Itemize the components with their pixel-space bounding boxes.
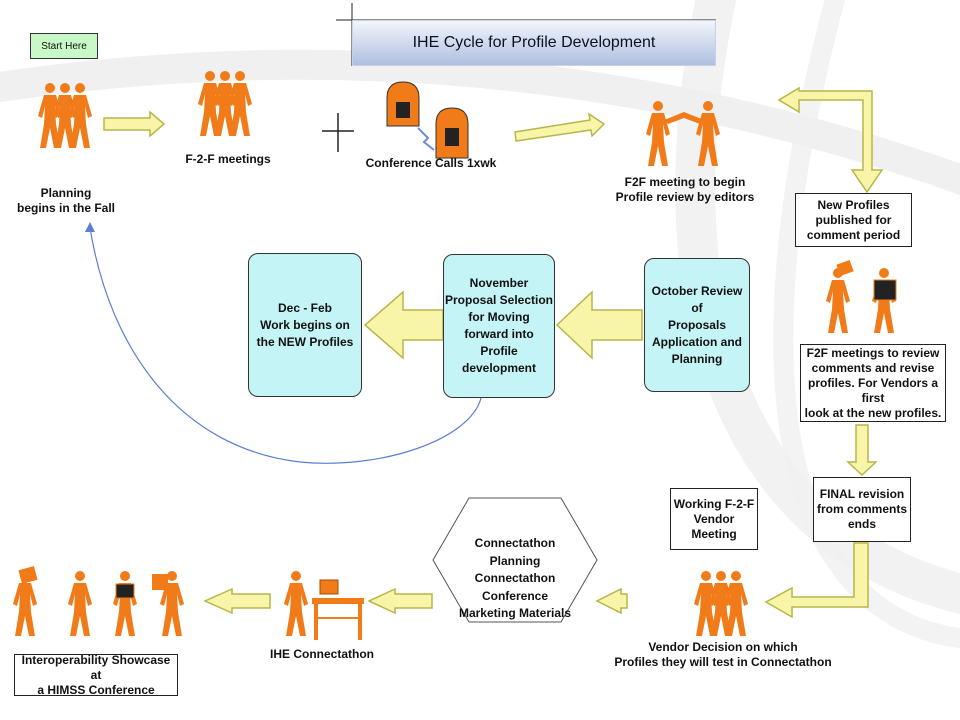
cross-icon bbox=[322, 113, 354, 152]
connectathon-hexagon bbox=[432, 497, 598, 623]
november-selection-box: November Proposal Selection for Moving f… bbox=[443, 254, 555, 398]
arrow-down-turn bbox=[777, 86, 884, 194]
showcase-people-icon bbox=[13, 566, 184, 636]
connectathon-planning-label: Connectathon Planning Connectathon Confe… bbox=[458, 536, 572, 620]
background-swoosh bbox=[773, 0, 960, 648]
f2f-meetings-label: F-2-F meetings bbox=[185, 152, 271, 166]
arrow-down bbox=[846, 424, 878, 477]
october-review-box: October Review of Proposals Application … bbox=[644, 258, 750, 392]
ihe-connectathon-label: IHE Connectathon bbox=[270, 647, 374, 661]
vendor-decision-label: Vendor Decision on which Profiles they w… bbox=[614, 640, 832, 669]
f2f-editors-label: F2F meeting to begin Profile review by e… bbox=[615, 175, 755, 204]
arrow-right bbox=[103, 110, 166, 138]
planning-label: Planning begins in the Fall bbox=[16, 186, 115, 215]
new-profiles-box: New Profiles published for comment perio… bbox=[795, 193, 912, 247]
working-vendor-box: Working F-2-F Vendor Meeting bbox=[670, 488, 758, 550]
final-revision-box: FINAL revision from comments ends bbox=[813, 477, 911, 542]
conference-calls-label: Conference Calls 1xwk bbox=[365, 156, 497, 170]
carrying-people-icon bbox=[826, 259, 897, 333]
dec-feb-box: Dec - Feb Work begins on the NEW Profile… bbox=[248, 253, 362, 397]
loop-arrowhead bbox=[85, 222, 95, 232]
workbench-icon bbox=[284, 571, 364, 640]
big-arrow-left bbox=[555, 290, 643, 360]
loop-arrow bbox=[89, 227, 482, 464]
showcase-box: Interoperability Showcase at a HIMSS Con… bbox=[14, 653, 178, 697]
start-here-button[interactable]: Start Here bbox=[30, 33, 98, 59]
arrow-down-left bbox=[764, 542, 869, 619]
vendor-people-icon bbox=[694, 571, 748, 636]
f2f-review-box: F2F meetings to review comments and revi… bbox=[800, 344, 946, 422]
arrow-left bbox=[203, 587, 271, 615]
handshake-icon bbox=[646, 101, 720, 166]
background-swoosh bbox=[675, 0, 960, 615]
big-arrow-left bbox=[363, 290, 444, 360]
phone-icon bbox=[386, 81, 469, 159]
background-swoosh bbox=[0, 49, 960, 196]
arrow-left bbox=[367, 587, 433, 615]
arrow-left bbox=[595, 587, 628, 615]
arrow-right bbox=[514, 112, 606, 142]
diagram-title: IHE Cycle for Profile Development bbox=[352, 20, 716, 66]
